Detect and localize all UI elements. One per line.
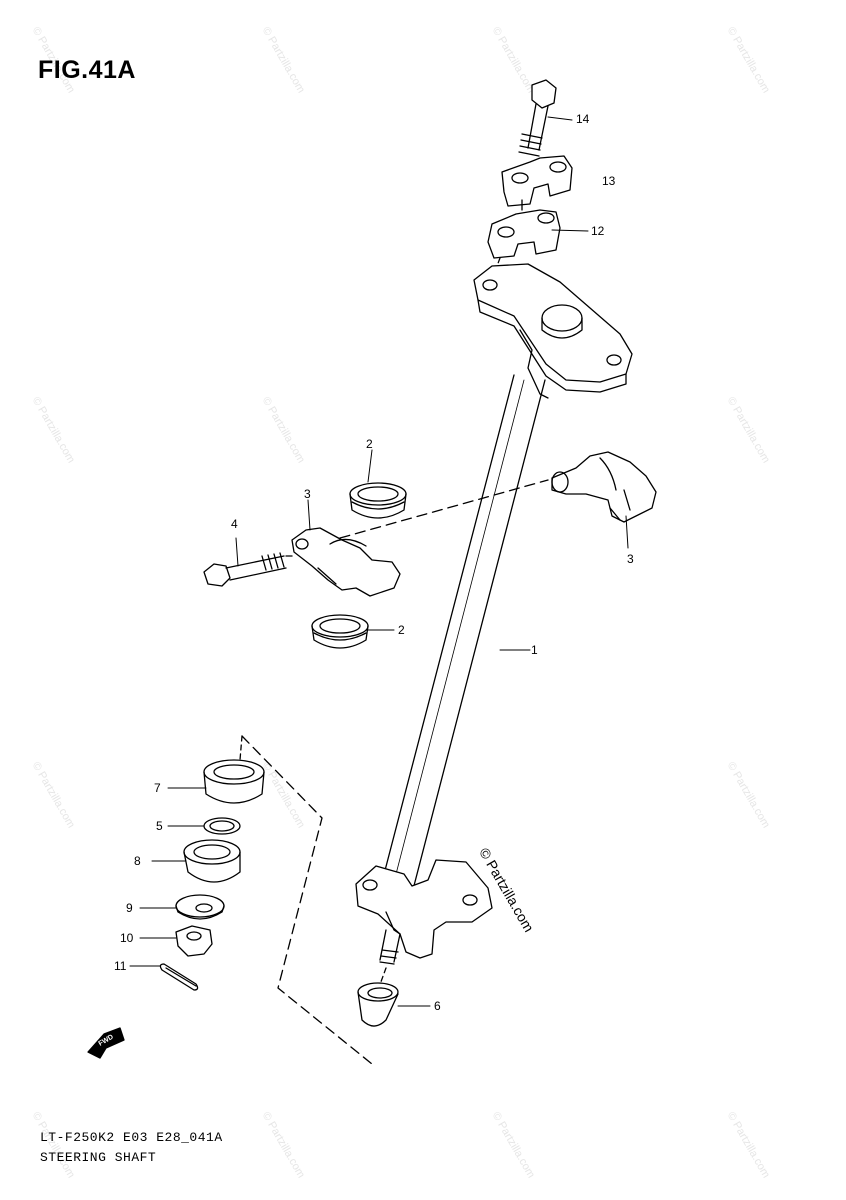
- steering-shaft-upper-plate: [474, 264, 632, 398]
- callout-12: 12: [591, 224, 605, 238]
- part-6-bush: [358, 983, 398, 1026]
- callout-1: 1: [531, 643, 538, 657]
- callout-2-upper: 2: [366, 437, 373, 451]
- callout-9: 9: [126, 901, 133, 915]
- front-arrow-icon: FWD: [88, 1028, 124, 1058]
- part-12-lower-clamp: [488, 200, 560, 258]
- part-2-bush-upper: [350, 483, 406, 518]
- part-2-bush-lower: [312, 615, 368, 648]
- figure-title: FIG.41A: [38, 56, 136, 84]
- callout-10: 10: [120, 931, 134, 945]
- part-3-holder-left: [292, 528, 400, 596]
- callout-14: 14: [576, 112, 590, 126]
- callout-11: 11: [114, 959, 127, 973]
- part-11-cotter-pin: [160, 964, 197, 990]
- part-1-steering-shaft: [376, 375, 545, 905]
- steering-shaft-lower-bracket: [356, 860, 492, 964]
- callout-3-right: 3: [627, 552, 634, 566]
- diagram-name: STEERING SHAFT: [40, 1150, 157, 1165]
- part-4-bolt: [204, 553, 292, 586]
- callout-8: 8: [134, 854, 141, 868]
- leader-lines: [130, 117, 628, 1006]
- part-3-holder-right: [552, 452, 656, 522]
- part-10-nut: [176, 926, 212, 956]
- callout-2-lower: 2: [398, 623, 405, 637]
- callout-5: 5: [156, 819, 163, 833]
- part-14-bolt: [519, 80, 556, 156]
- part-9-washer: [176, 895, 224, 919]
- part-13-upper-clamp: [502, 156, 572, 206]
- callout-7: 7: [154, 781, 161, 795]
- callout-13: 13: [602, 174, 616, 188]
- part-5-ring: [204, 818, 240, 834]
- part-8-bearing: [184, 840, 240, 882]
- callout-3-left: 3: [304, 487, 311, 501]
- diagram-code: LT-F250K2 E03 E28_041A: [40, 1130, 223, 1145]
- callout-4: 4: [231, 517, 238, 531]
- part-7-seal: [204, 760, 264, 803]
- callout-6: 6: [434, 999, 441, 1013]
